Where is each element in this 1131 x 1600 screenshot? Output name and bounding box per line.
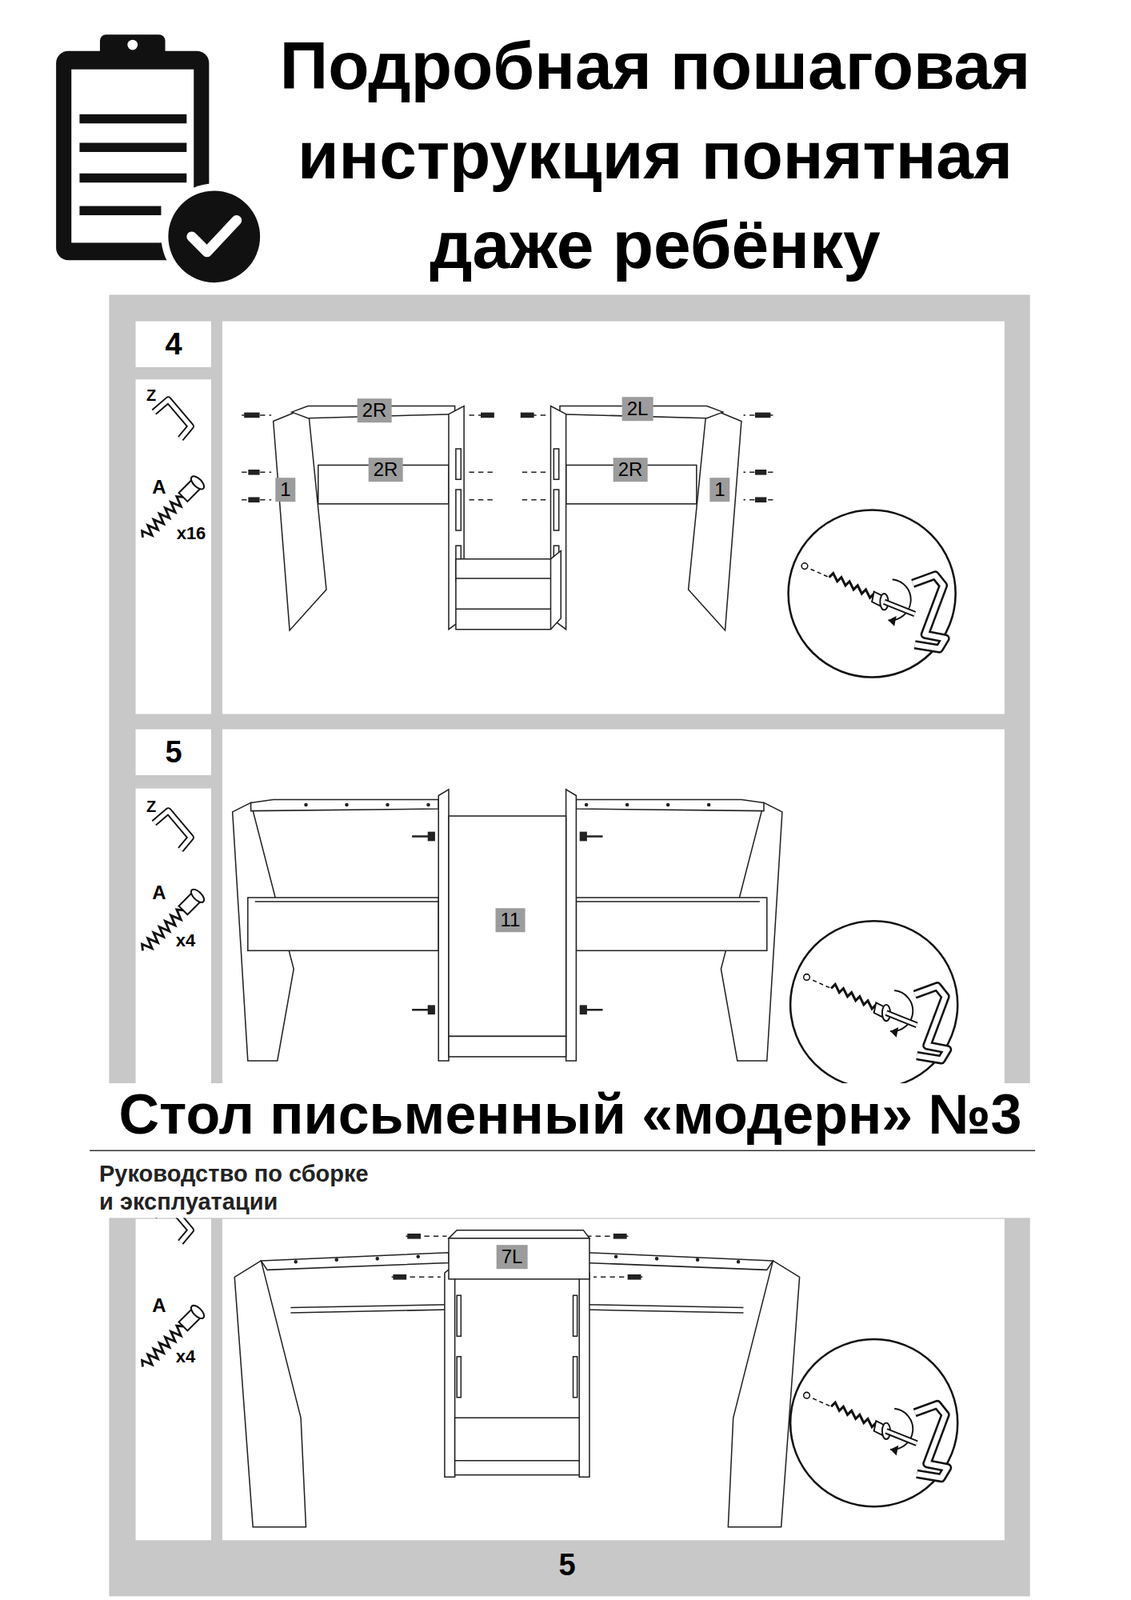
tool-text: x4: [175, 931, 196, 951]
tool-text: Z: [146, 797, 156, 816]
part-label: 11: [495, 907, 526, 932]
part-label: 2L: [622, 396, 654, 421]
step-number-text: 5: [164, 735, 182, 770]
page-title: Подробная пошаговая инструкция понятная …: [239, 20, 1072, 290]
tool-text: x4: [175, 1346, 196, 1367]
tool-text: Z: [146, 386, 156, 404]
subtitle: Руководство по сборке и эксплуатации: [99, 1159, 381, 1216]
tool-text: x16: [176, 523, 207, 544]
part-label: 2R: [357, 398, 392, 423]
tool-list: Z Ax4: [135, 788, 212, 1082]
tool-list: Z Ax16: [135, 379, 212, 714]
tool-text: A: [151, 882, 166, 904]
step-number: 5: [135, 729, 212, 776]
part-label: 2R: [613, 457, 648, 482]
product-title: Стол письменный «модерн» №3: [118, 1081, 1022, 1147]
step-number: 4: [135, 321, 212, 368]
part-label: 1: [709, 477, 730, 502]
tool-text: A: [151, 1294, 166, 1316]
tool-list: Ax4: [135, 1218, 212, 1541]
part-label: 2R: [368, 457, 404, 482]
page-number: 5: [558, 1548, 576, 1583]
part-label: 7L: [496, 1244, 528, 1269]
step-number-text: 4: [164, 327, 182, 362]
part-label: 1: [275, 477, 296, 502]
tool-text: A: [151, 476, 166, 498]
